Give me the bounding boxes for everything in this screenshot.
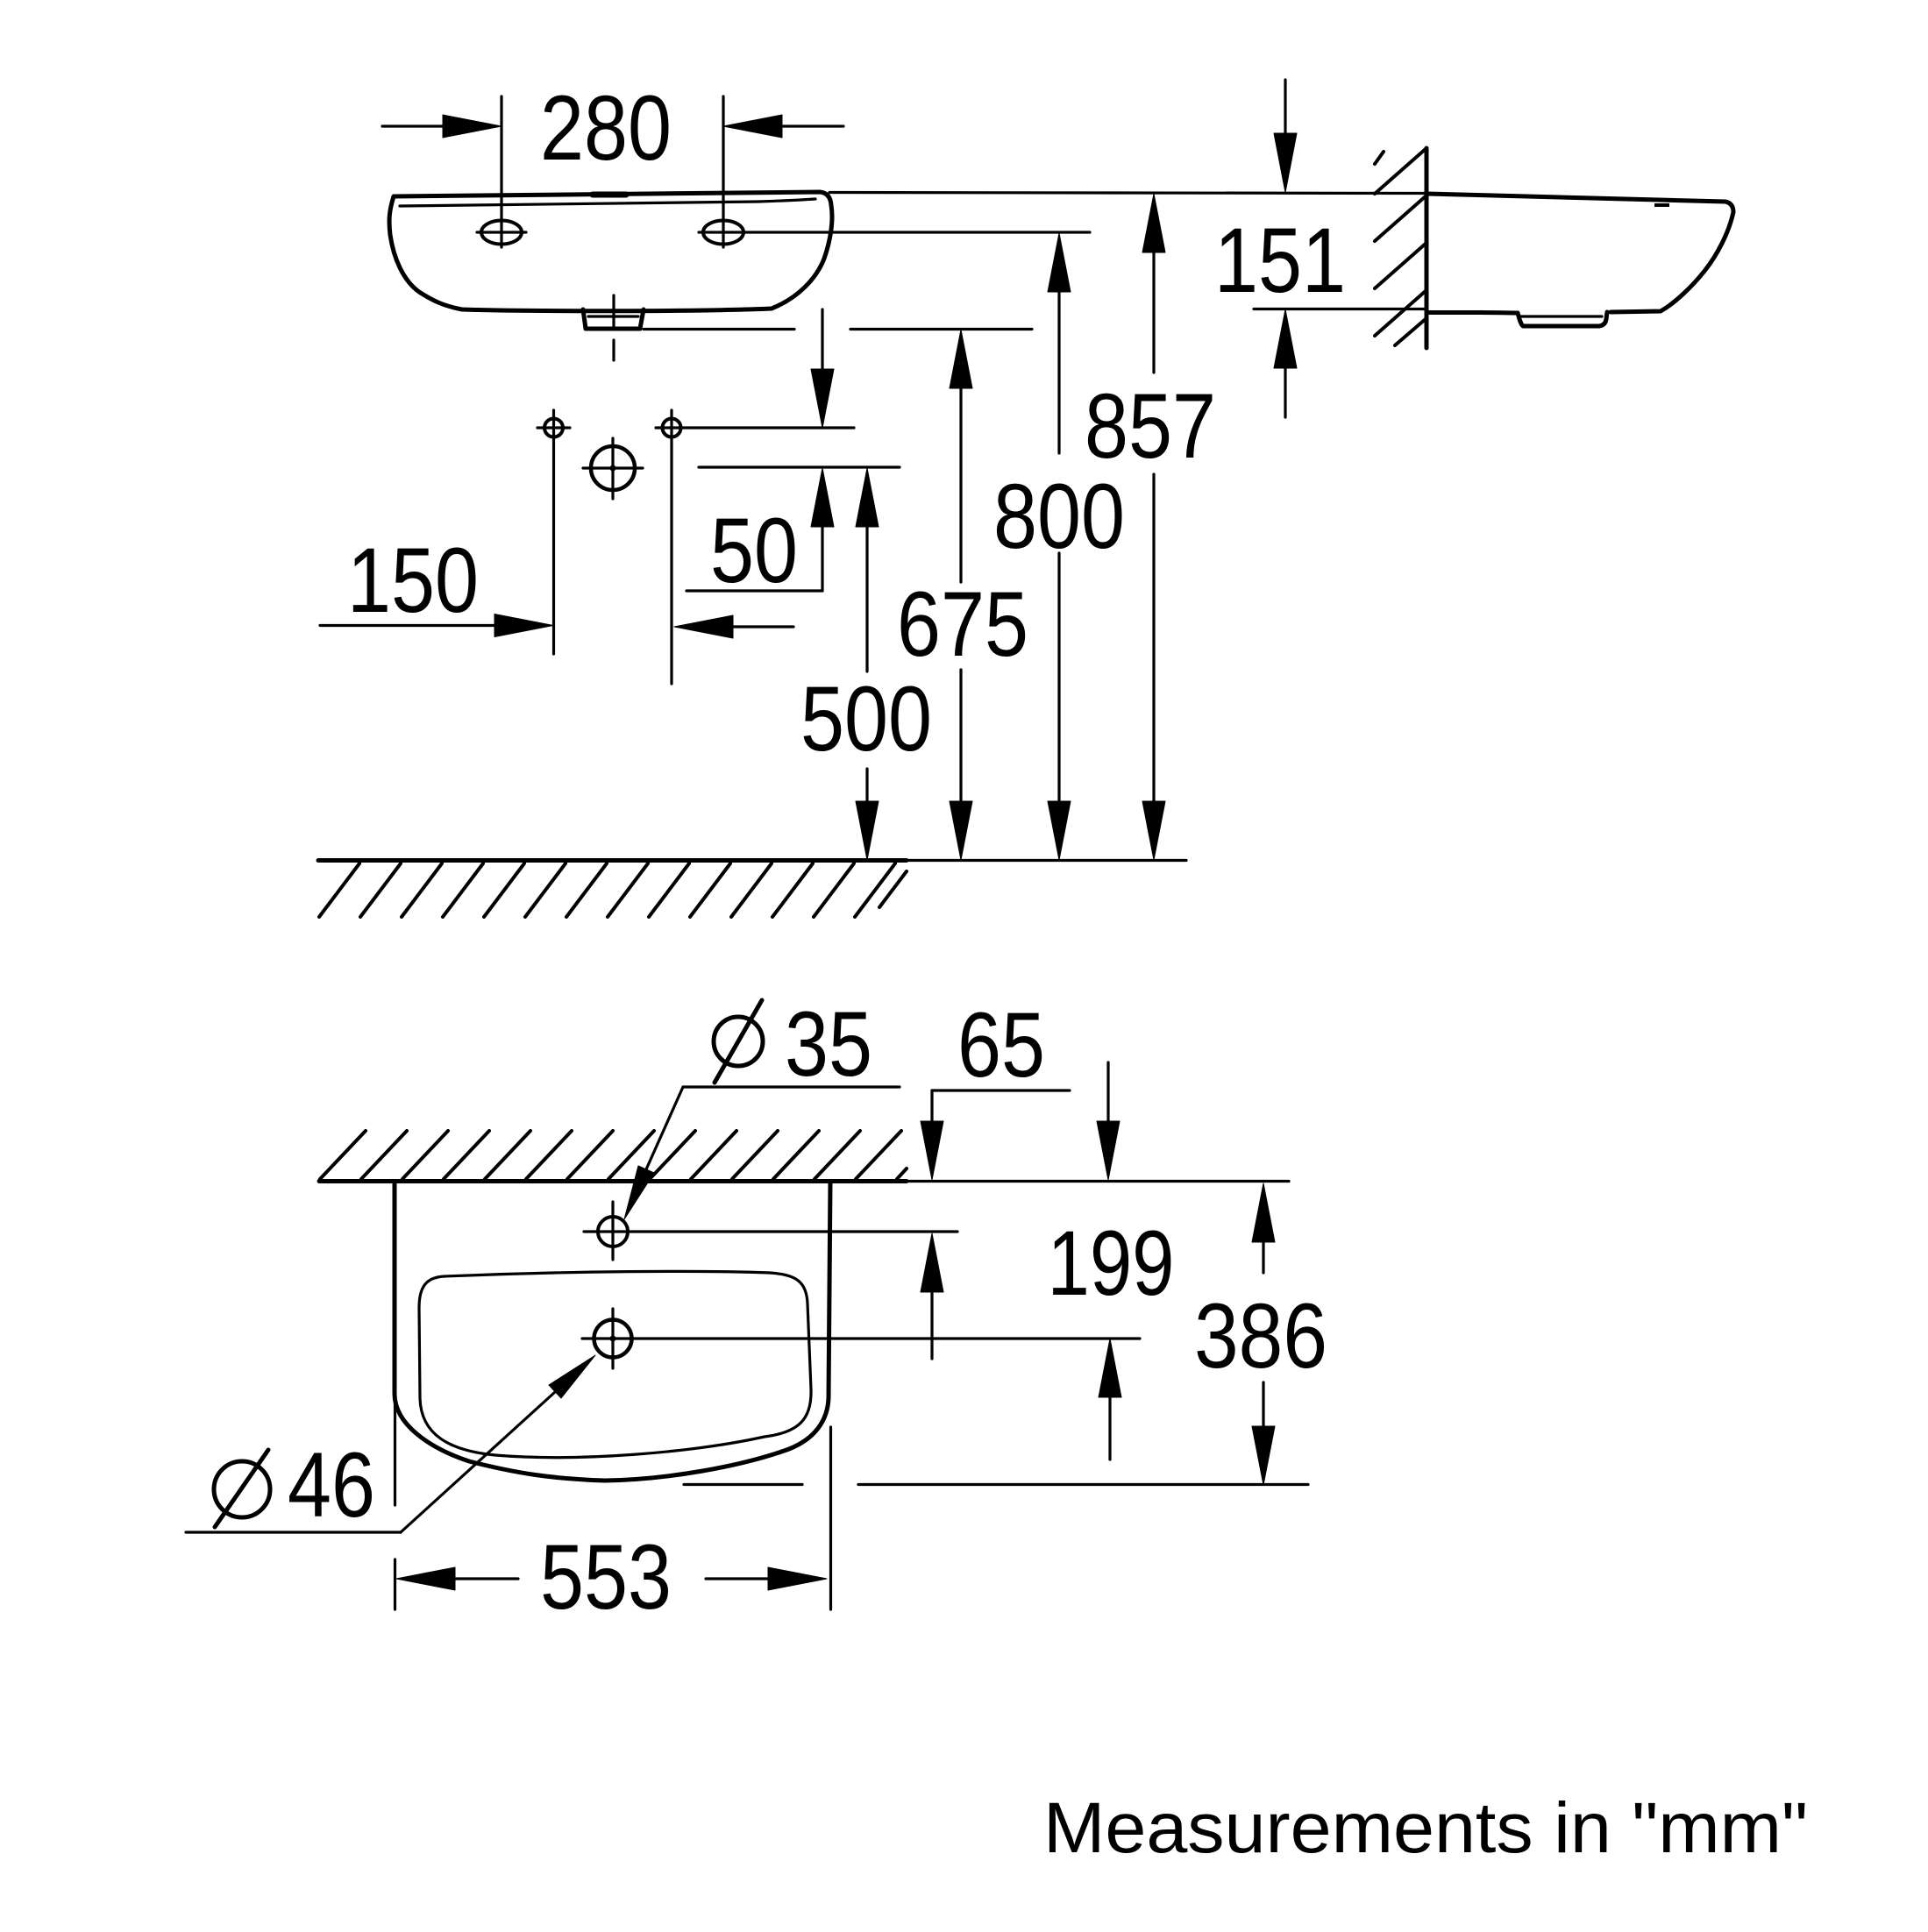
svg-text:500: 500 (800, 668, 932, 771)
svg-text:150: 150 (347, 529, 479, 632)
svg-text:386: 386 (1194, 1285, 1327, 1388)
svg-text:Measurements in "mm": Measurements in "mm" (1043, 1788, 1808, 1868)
svg-text:553: 553 (540, 1526, 672, 1629)
svg-text:151: 151 (1214, 210, 1346, 312)
svg-text:857: 857 (1085, 375, 1216, 478)
svg-text:65: 65 (957, 994, 1045, 1097)
svg-text:46: 46 (288, 1434, 375, 1537)
svg-text:50: 50 (710, 500, 798, 602)
svg-text:800: 800 (993, 465, 1125, 568)
svg-text:199: 199 (1048, 1212, 1175, 1315)
svg-text:675: 675 (897, 573, 1028, 676)
svg-text:280: 280 (540, 77, 672, 180)
svg-text:35: 35 (785, 993, 872, 1096)
